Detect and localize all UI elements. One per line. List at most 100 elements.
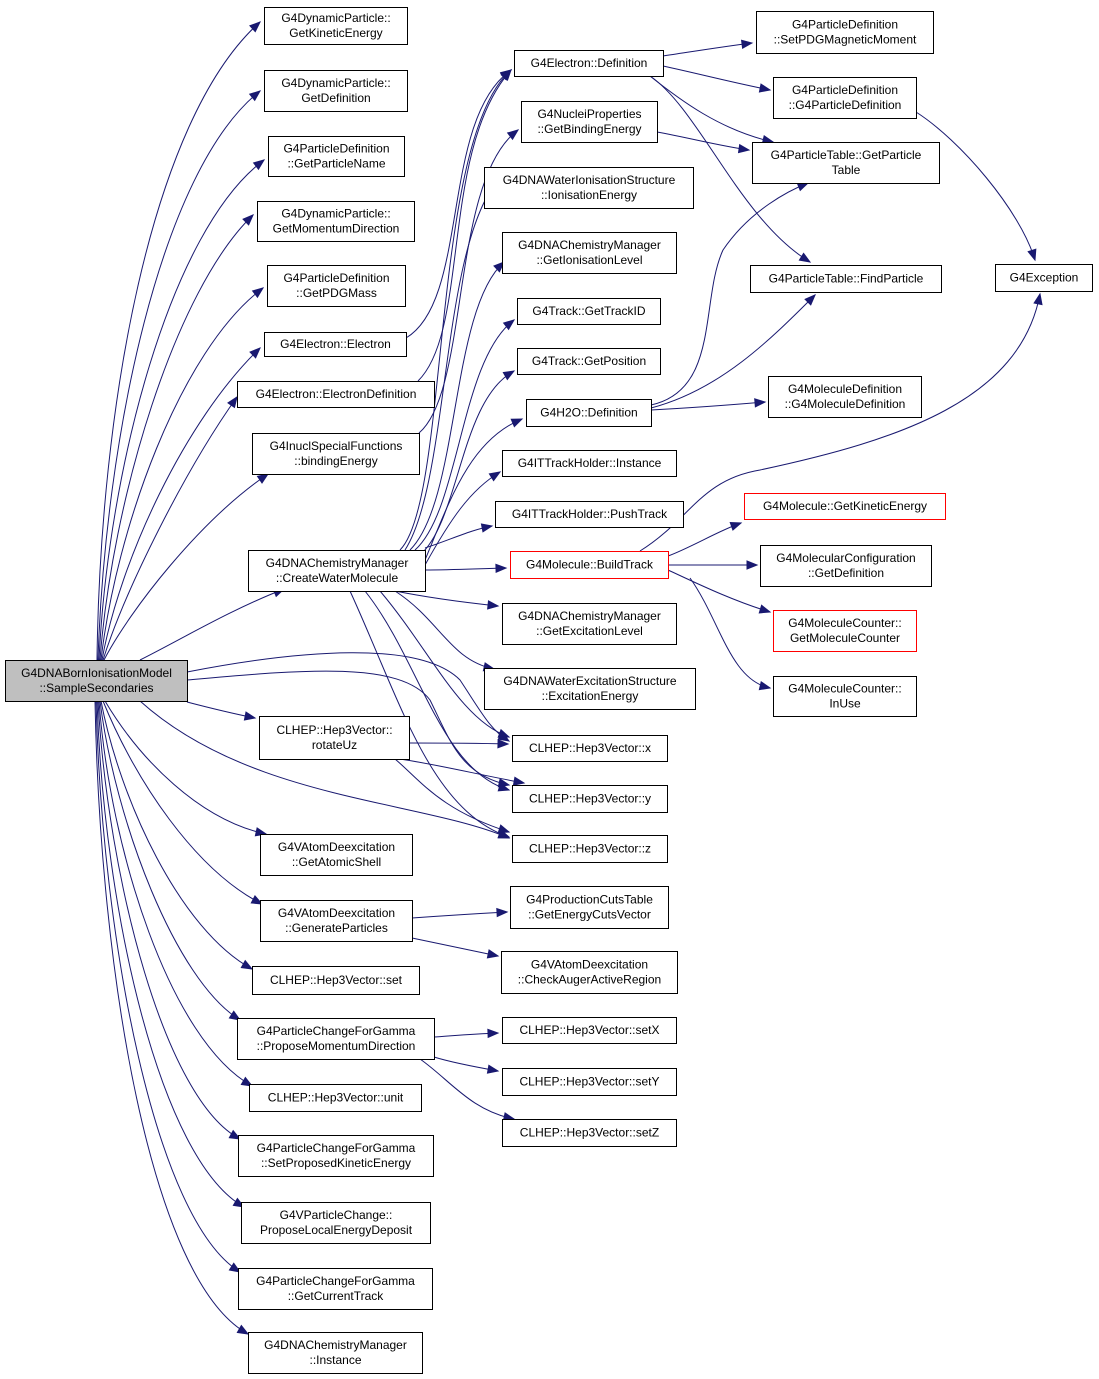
node-tr-id[interactable]: G4Track::GetTrackID [517, 298, 661, 325]
node-pct-gecv[interactable]: G4ProductionCutsTable::GetEnergyCutsVect… [510, 886, 669, 929]
arrowhead [796, 182, 810, 192]
edge-cm_cwm-to-cm_gel [394, 590, 500, 610]
edge-rotuz-to-h3_y [399, 758, 526, 786]
arrowhead [1027, 248, 1037, 262]
node-va-shell[interactable]: G4VAtomDeexcitation::GetAtomicShell [260, 834, 413, 876]
node-cm-inst[interactable]: G4DNAChemistryManager::Instance [248, 1332, 423, 1374]
node-label-line: G4ProductionCutsTable [526, 893, 653, 907]
node-h3-sety[interactable]: CLHEP::Hep3Vector::setY [502, 1068, 677, 1096]
node-va-gen[interactable]: G4VAtomDeexcitation::GenerateParticles [260, 900, 413, 942]
node-md-ctor[interactable]: G4MoleculeDefinition::G4MoleculeDefiniti… [768, 376, 922, 418]
node-pd-mass[interactable]: G4ParticleDefinition::GetPDGMass [267, 265, 406, 307]
node-pt-fp[interactable]: G4ParticleTable::FindParticle [750, 265, 942, 293]
node-mcnt-iu[interactable]: G4MoleculeCounter::InUse [773, 676, 917, 717]
edge-mol_bt-to-mcnt_gmc [667, 569, 772, 614]
node-label-line: CLHEP::Hep3Vector::setX [519, 1023, 659, 1037]
node-label-line: G4ParticleTable::FindParticle [769, 272, 924, 286]
arrowhead [227, 395, 238, 409]
node-label-line: G4Electron::Electron [280, 337, 391, 351]
node-box [502, 1017, 677, 1044]
arrowhead [236, 1324, 250, 1335]
node-box [5, 660, 188, 702]
node-h3-x[interactable]: CLHEP::Hep3Vector::x [512, 735, 668, 762]
node-h3-z[interactable]: CLHEP::Hep3Vector::z [512, 835, 668, 863]
node-rotuz[interactable]: CLHEP::Hep3Vector::rotateUz [259, 716, 410, 760]
node-mcnt-gmc[interactable]: G4MoleculeCounter::GetMoleculeCounter [773, 610, 917, 652]
node-mol-bt[interactable]: G4Molecule::BuildTrack [510, 551, 669, 579]
node-pd-name[interactable]: G4ParticleDefinition::GetParticleName [268, 136, 405, 177]
edge-root-to-dp_ke [96, 21, 261, 661]
node-box [252, 966, 420, 995]
node-h3-set[interactable]: CLHEP::Hep3Vector::set [252, 966, 420, 995]
node-pcg-ske[interactable]: G4ParticleChangeForGamma::SetProposedKin… [238, 1135, 434, 1177]
arrowhead [1033, 292, 1043, 306]
node-h2o-def[interactable]: G4H2O::Definition [526, 399, 652, 427]
node-cm-gel[interactable]: G4DNAChemistryManager::GetExcitationLeve… [502, 603, 677, 645]
arrowhead [510, 418, 524, 428]
node-ith-push[interactable]: G4ITTrackHolder::PushTrack [495, 501, 684, 528]
node-box [512, 735, 668, 762]
node-box [768, 376, 922, 418]
node-pd-spdg[interactable]: G4ParticleDefinition::SetPDGMagneticMome… [756, 11, 934, 54]
node-cm-gil[interactable]: G4DNAChemistryManager::GetIonisationLeve… [502, 232, 677, 274]
node-label-line: CLHEP::Hep3Vector::unit [268, 1091, 404, 1105]
node-vpc-pled[interactable]: G4VParticleChange::ProposeLocalEnergyDep… [241, 1202, 431, 1244]
node-box [517, 348, 661, 375]
edge-cm_cwm-to-ith_push [424, 523, 494, 549]
node-el-def[interactable]: G4Electron::ElectronDefinition [237, 381, 435, 408]
node-el-el[interactable]: G4Electron::Electron [264, 332, 407, 357]
node-el-defn[interactable]: G4Electron::Definition [514, 50, 664, 77]
node-nuc-be[interactable]: G4NucleiProperties::GetBindingEnergy [521, 101, 658, 143]
node-box [237, 381, 435, 408]
arrowhead [746, 560, 759, 570]
node-label-line: G4ParticleDefinition [283, 142, 389, 156]
call-edges [94, 21, 1043, 1335]
node-label-line: GetDefinition [301, 91, 370, 105]
node-va-caar[interactable]: G4VAtomDeexcitation::CheckAugerActiveReg… [501, 951, 678, 994]
node-mol-gke[interactable]: G4Molecule::GetKineticEnergy [744, 493, 946, 520]
node-h3-y[interactable]: CLHEP::Hep3Vector::y [512, 785, 668, 813]
arrowhead [729, 521, 743, 531]
node-label-line: ::SetProposedKineticEnergy [261, 1156, 411, 1170]
arrowhead [251, 287, 265, 299]
node-label-line: ::GetExcitationLevel [536, 624, 643, 638]
node-pcg-pmd[interactable]: G4ParticleChangeForGamma::ProposeMomentu… [237, 1018, 435, 1060]
node-ith-inst[interactable]: G4ITTrackHolder::Instance [502, 450, 677, 477]
node-pcg-gct[interactable]: G4ParticleChangeForGamma::GetCurrentTrac… [238, 1268, 433, 1310]
edge-cm_cwm-to-h3_y [364, 590, 511, 792]
arrowhead [228, 1129, 242, 1140]
node-dp-def[interactable]: G4DynamicParticle::GetDefinition [264, 70, 408, 112]
node-inucl[interactable]: G4InuclSpecialFunctions::bindingEnergy [252, 433, 420, 475]
node-label-line: ::SampleSecondaries [39, 681, 153, 695]
node-label-line: ::G4MoleculeDefinition [785, 397, 906, 411]
node-pd-ctor[interactable]: G4ParticleDefinition::G4ParticleDefiniti… [773, 77, 917, 119]
node-box [502, 603, 677, 645]
node-dp-mom[interactable]: G4DynamicParticle::GetMomentumDirection [257, 201, 415, 242]
node-box [502, 450, 677, 477]
arrowhead [248, 90, 262, 102]
node-h3-setz[interactable]: CLHEP::Hep3Vector::setZ [502, 1119, 677, 1147]
arrowhead [252, 159, 266, 171]
edge-root-to-pcg_ske [97, 700, 242, 1140]
node-label-line: G4Exception [1010, 271, 1079, 285]
node-label-line: G4Molecule::GetKineticEnergy [763, 499, 927, 513]
arrowhead [487, 600, 500, 610]
node-label-line: G4H2O::Definition [540, 406, 637, 420]
edge-root-to-rotuz [186, 701, 257, 721]
node-h3-setx[interactable]: CLHEP::Hep3Vector::setX [502, 1017, 677, 1044]
arrowhead [249, 21, 261, 33]
node-box [260, 900, 413, 942]
node-dp-ke[interactable]: G4DynamicParticle::GetKineticEnergy [264, 7, 408, 45]
node-wes-ee[interactable]: G4DNAWaterExcitationStructure::Excitatio… [484, 668, 696, 710]
edge-rotuz-to-h3_z [394, 758, 511, 834]
edge-root-to-cm_inst [94, 700, 250, 1335]
node-mc-gd[interactable]: G4MolecularConfiguration::GetDefinition [760, 545, 932, 587]
node-wis-ie[interactable]: G4DNAWaterIonisationStructure::Ionisatio… [484, 167, 694, 209]
node-root[interactable]: G4DNABornIonisationModel::SampleSecondar… [5, 660, 188, 702]
node-cm-cwm[interactable]: G4DNAChemistryManager::CreateWaterMolecu… [248, 550, 426, 592]
node-g4exc[interactable]: G4Exception [995, 264, 1093, 292]
node-h3-unit[interactable]: CLHEP::Hep3Vector::unit [249, 1084, 422, 1112]
node-tr-pos[interactable]: G4Track::GetPosition [517, 348, 661, 375]
node-label-line: CLHEP::Hep3Vector::y [529, 792, 651, 806]
